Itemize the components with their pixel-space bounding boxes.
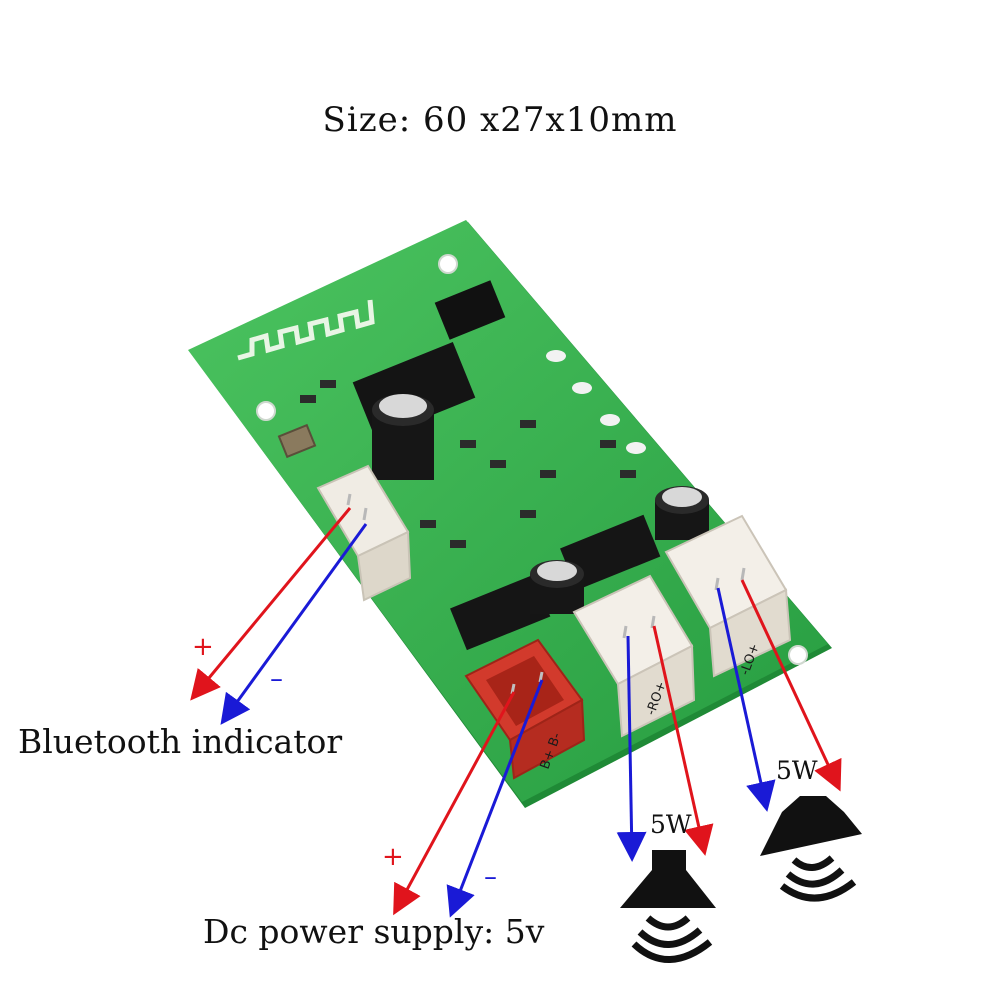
power-positive-arrow: [393, 691, 516, 916]
power-negative-arrow: [446, 679, 544, 918]
wire-arrows: [190, 507, 842, 918]
right-negative-arrow: [616, 635, 647, 862]
right-speaker-power: 5W: [650, 810, 692, 839]
power-connector: [464, 638, 586, 780]
speaker-icon: [760, 796, 862, 902]
left-speaker-power: 5W: [776, 756, 818, 785]
pcb-board-image: B+ B- -RO+ -LO+: [188, 220, 832, 808]
bt-minus-sign: –: [270, 664, 283, 694]
size-title: Size: 60 x27x10mm: [322, 100, 678, 140]
bt-negative-arrow: [220, 523, 368, 725]
bluetooth-indicator-label: Bluetooth indicator: [18, 722, 343, 761]
right-positive-arrow: [652, 625, 714, 856]
bt-plus-sign: +: [192, 632, 214, 662]
power-plus-sign: +: [382, 842, 404, 872]
left-negative-arrow: [716, 587, 776, 812]
speaker-icon: [620, 850, 716, 963]
bt-positive-arrow: [190, 507, 352, 701]
power-minus-sign: –: [484, 862, 497, 892]
left-positive-arrow: [740, 579, 842, 792]
power-supply-label: Dc power supply: 5v: [203, 912, 545, 951]
